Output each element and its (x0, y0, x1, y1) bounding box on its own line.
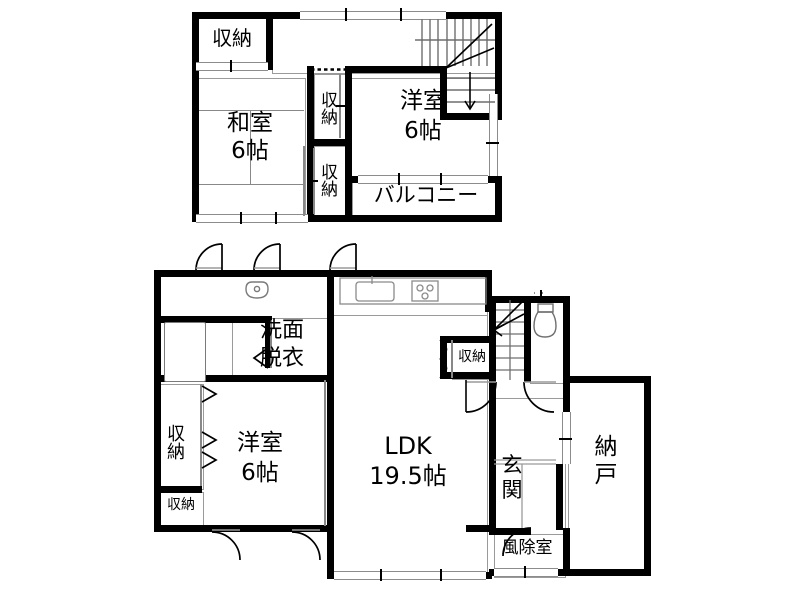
wall-2f-stair-left (440, 66, 447, 120)
wall-2f-right-lower (495, 176, 502, 222)
nando-label-line1: 納 (594, 434, 618, 460)
kitchen-counter-floor (330, 276, 488, 316)
wall-toilet-top (489, 296, 570, 303)
wall-1f-bottom-left (154, 525, 334, 532)
window-balcony-top (358, 175, 488, 184)
window-2f-bottom-washitsu (196, 214, 308, 223)
sanitary-label-line2: 脱衣 (259, 346, 304, 371)
wall-genkan-left (489, 398, 496, 534)
wall-1f-top (154, 270, 334, 277)
wall-genkan-step-right (556, 464, 563, 530)
tatami-seam (196, 184, 304, 185)
wall-2f-right-stair (495, 12, 502, 120)
ldk-floor (330, 276, 488, 578)
fujoshitsu-label: 風除室 (501, 538, 553, 558)
nando-label-line2: 戸 (594, 462, 618, 488)
window-tick (380, 569, 382, 581)
window-youshitsu-2f-right (489, 94, 498, 176)
window-toilet-top (534, 292, 543, 294)
wall-1f-ldk-left-low (327, 525, 334, 579)
window-closet-tl-bottom (196, 62, 268, 71)
wall-closet-tl-right (266, 12, 273, 70)
closet-top-left-label: 収納 (212, 26, 252, 50)
wall-nando-top (563, 376, 651, 383)
window-tick (540, 290, 542, 300)
window-tick (275, 212, 277, 224)
wall-sanitary-right (327, 270, 334, 324)
wall-stair-block-bottom (440, 372, 496, 379)
window-tick (345, 8, 347, 21)
sanitary-label-line1: 洗面 (259, 318, 304, 343)
wall-ldk-right-stub (466, 525, 496, 532)
youshitsu-1f-area-label: 6帖 (241, 460, 279, 486)
closet-stair-label: 収納 (458, 349, 486, 365)
closet-door-tick (336, 105, 345, 107)
youshitsu-2f-label: 洋室 (400, 88, 446, 114)
wall-1f-top-kitchen (334, 270, 492, 277)
wall-fujoshitsu-right (563, 528, 570, 576)
youshitsu-1f-sliding-line (324, 380, 326, 526)
balcony-label: バルコニー (373, 183, 479, 207)
sanitary-door-line (270, 320, 272, 368)
window-fujoshitsu-bottom (494, 568, 558, 577)
wall-2f-stair-bottom (440, 113, 502, 120)
ldk-label: LDK (384, 432, 432, 460)
wall-nando-bottom (563, 569, 651, 576)
tatami-seam (250, 110, 251, 184)
wall-closet-stair-left (440, 336, 447, 379)
youshitsu-1f-label: 洋室 (237, 430, 283, 456)
washitsu-area-label: 6帖 (231, 138, 269, 164)
wall-2f-left-lower (192, 68, 199, 222)
wall-sanitary-left-ext (154, 316, 272, 323)
window-tick (240, 212, 242, 224)
nando-floor (568, 380, 648, 572)
wall-sanitary-div (265, 316, 272, 368)
wall-ldk-left (327, 316, 334, 532)
window-tick (559, 438, 572, 440)
window-1f-bottom-ldk (334, 571, 486, 580)
window-tick (486, 142, 499, 144)
closet-door-tick (309, 180, 318, 182)
washitsu-label: 和室 (227, 110, 273, 136)
closet-left-small-label: 収納 (167, 497, 195, 513)
closet-mid-lower-label: 収納 (317, 163, 337, 197)
wall-toilet-left (524, 296, 531, 382)
wall-toilet-right (563, 296, 570, 382)
wall-2f-left-upper (192, 12, 199, 68)
youshitsu-2f-floor (350, 78, 498, 178)
window-tick (400, 8, 402, 21)
genkan-label-line1: 玄 (501, 453, 523, 477)
youshitsu-2f-area-label: 6帖 (404, 118, 442, 144)
closet-stair-door-line (451, 340, 453, 378)
wall-sanitary-bottom (154, 375, 334, 382)
window-tick (398, 173, 400, 185)
wall-stair-block-top (440, 336, 496, 343)
window-tick (440, 569, 442, 581)
ldk-area-label: 19.5帖 (369, 462, 447, 490)
wall-closet-mid-right-u (345, 66, 352, 142)
wall-closet-mid-mid (307, 139, 352, 146)
closet-left-tall-floor (158, 384, 204, 490)
genkan-label-line2: 関 (501, 478, 523, 502)
closet-left-tall-label: 収納 (164, 424, 185, 460)
wall-1f-right-kitchen (485, 270, 492, 312)
window-tick (230, 60, 232, 72)
wall-closet-left-divider (154, 486, 202, 493)
wall-2f-hall-bottom (346, 66, 447, 73)
window-tick (524, 566, 526, 578)
washitsu-floor (196, 78, 306, 218)
window-2f-top (300, 11, 446, 20)
fusuma-line (303, 146, 305, 216)
wall-1f-left (154, 270, 161, 532)
genkan-floor (494, 398, 566, 536)
sanitary-right-floor (232, 318, 332, 382)
wall-closet-mid-right-l (345, 139, 352, 222)
closet-left-door-line (200, 384, 202, 486)
wall-nando-right (644, 376, 651, 576)
bathtub-icon (164, 322, 206, 382)
closet-mid-upper-label: 収納 (317, 91, 337, 125)
window-tick (440, 173, 442, 185)
